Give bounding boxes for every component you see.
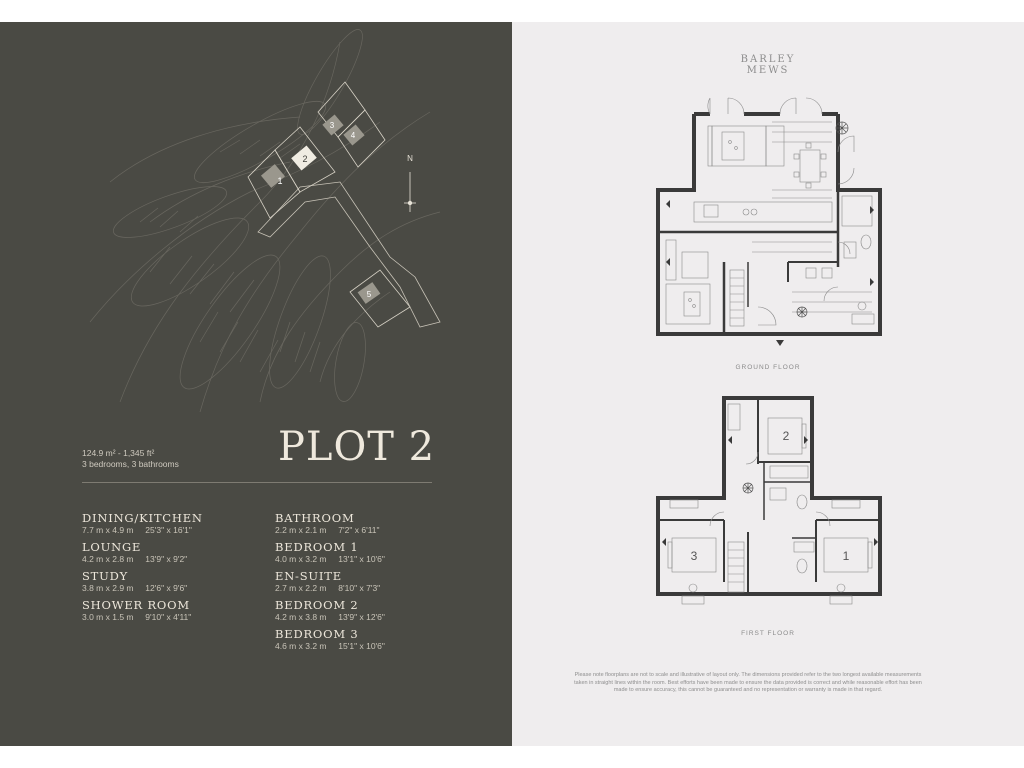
room-name: EN-SUITE (275, 569, 342, 583)
plot-2: 2 (291, 145, 317, 171)
entrance-arrow-icon (776, 340, 784, 346)
plot-2-boundary (274, 126, 336, 193)
north-label: N (407, 154, 413, 163)
room-dimensions: 2.7 m x 2.2 m 8'10" x 7'3" (275, 583, 381, 593)
plot-1-number: 1 (277, 176, 282, 186)
room-name: STUDY (82, 569, 129, 583)
bedroom-3-number: 3 (691, 549, 698, 563)
disclaimer: Please note floorplans are not to scale … (574, 672, 922, 693)
plant-icon (742, 482, 754, 494)
room-list-left: DINING/KITCHEN 7.7 m x 4.9 m 25'3" x 16'… (82, 512, 203, 628)
room-dimensions: 4.2 m x 2.8 m 13'9" x 9'2" (82, 554, 188, 564)
plot-4-boundary (337, 109, 386, 168)
bedroom-2-number: 2 (783, 429, 790, 443)
plot-2-number: 2 (302, 154, 307, 164)
ground-floor-label: GROUND FLOOR (735, 364, 801, 371)
room-list-right: BATHROOM 2.2 m x 2.1 m 7'2" x 6'11" BEDR… (275, 512, 385, 657)
brochure-spread: 1 2 3 4 5 N (0, 22, 1024, 746)
room-entry: BATHROOM 2.2 m x 2.1 m 7'2" x 6'11" (275, 511, 385, 536)
plot-3: 3 (322, 114, 344, 136)
room-entry: BEDROOM 1 4.0 m x 3.2 m 13'1" x 10'6" (275, 540, 385, 565)
plot-bedrooms-bathrooms: 3 bedrooms, 3 bathrooms (82, 459, 179, 469)
room-dimensions: 3.0 m x 1.5 m 9'10" x 4'11" (82, 612, 192, 622)
first-floor-label: FIRST FLOOR (741, 630, 795, 637)
bedroom-1-number: 1 (843, 549, 850, 563)
plot-1: 1 (260, 164, 286, 188)
plot-3-number: 3 (330, 121, 335, 130)
plot-title: PLOT 2 (278, 424, 436, 470)
room-dimensions: 4.0 m x 3.2 m 13'1" x 10'6" (275, 554, 385, 564)
divider (82, 482, 432, 483)
right-panel: BARLEY MEWS (512, 22, 1024, 746)
plot-5: 5 (357, 282, 381, 304)
room-name: LOUNGE (82, 540, 142, 554)
brand-logo: BARLEY MEWS (512, 54, 1024, 76)
room-name: BEDROOM 1 (275, 540, 359, 554)
room-dimensions: 4.2 m x 3.8 m 13'9" x 12'6" (275, 612, 385, 622)
room-entry: DINING/KITCHEN 7.7 m x 4.9 m 25'3" x 16'… (82, 511, 203, 536)
plant-icon (796, 306, 808, 318)
left-panel: 1 2 3 4 5 N (0, 22, 512, 746)
room-entry: STUDY 3.8 m x 2.9 m 12'6" x 9'6" (82, 569, 203, 594)
plot-5-number: 5 (367, 290, 372, 299)
room-name: SHOWER ROOM (82, 598, 190, 612)
plant-icon (835, 121, 849, 135)
plot-5-boundary (349, 269, 411, 328)
first-floor-plan: 2 3 1 (656, 396, 882, 605)
plot-summary: 124.9 m² - 1,345 ft² 3 bedrooms, 3 bathr… (82, 448, 179, 470)
room-name: DINING/KITCHEN (82, 511, 203, 525)
plot-4: 4 (343, 124, 365, 146)
north-arrow-icon (404, 172, 416, 212)
room-entry: LOUNGE 4.2 m x 2.8 m 13'9" x 9'2" (82, 540, 203, 565)
room-entry: BEDROOM 3 4.6 m x 3.2 m 15'1" x 10'6" (275, 627, 385, 652)
room-entry: SHOWER ROOM 3.0 m x 1.5 m 9'10" x 4'11" (82, 598, 203, 623)
ground-floor-plan (656, 97, 882, 346)
brand-line-1: BARLEY (740, 54, 796, 65)
room-entry: EN-SUITE 2.7 m x 2.2 m 8'10" x 7'3" (275, 569, 385, 594)
brand-line-2: MEWS (746, 65, 790, 76)
room-name: BEDROOM 3 (275, 627, 359, 641)
room-dimensions: 3.8 m x 2.9 m 12'6" x 9'6" (82, 583, 188, 593)
room-name: BATHROOM (275, 511, 355, 525)
wheat-illustration (89, 29, 441, 413)
room-entry: BEDROOM 2 4.2 m x 3.8 m 13'9" x 12'6" (275, 598, 385, 623)
site-plan: 1 2 3 4 5 N (89, 29, 441, 413)
room-dimensions: 4.6 m x 3.2 m 15'1" x 10'6" (275, 641, 385, 651)
plot-4-number: 4 (351, 131, 356, 140)
room-name: BEDROOM 2 (275, 598, 359, 612)
road (257, 181, 441, 328)
plot-area: 124.9 m² - 1,345 ft² (82, 448, 155, 458)
room-dimensions: 2.2 m x 2.1 m 7'2" x 6'11" (275, 525, 380, 535)
room-dimensions: 7.7 m x 4.9 m 25'3" x 16'1" (82, 525, 192, 535)
